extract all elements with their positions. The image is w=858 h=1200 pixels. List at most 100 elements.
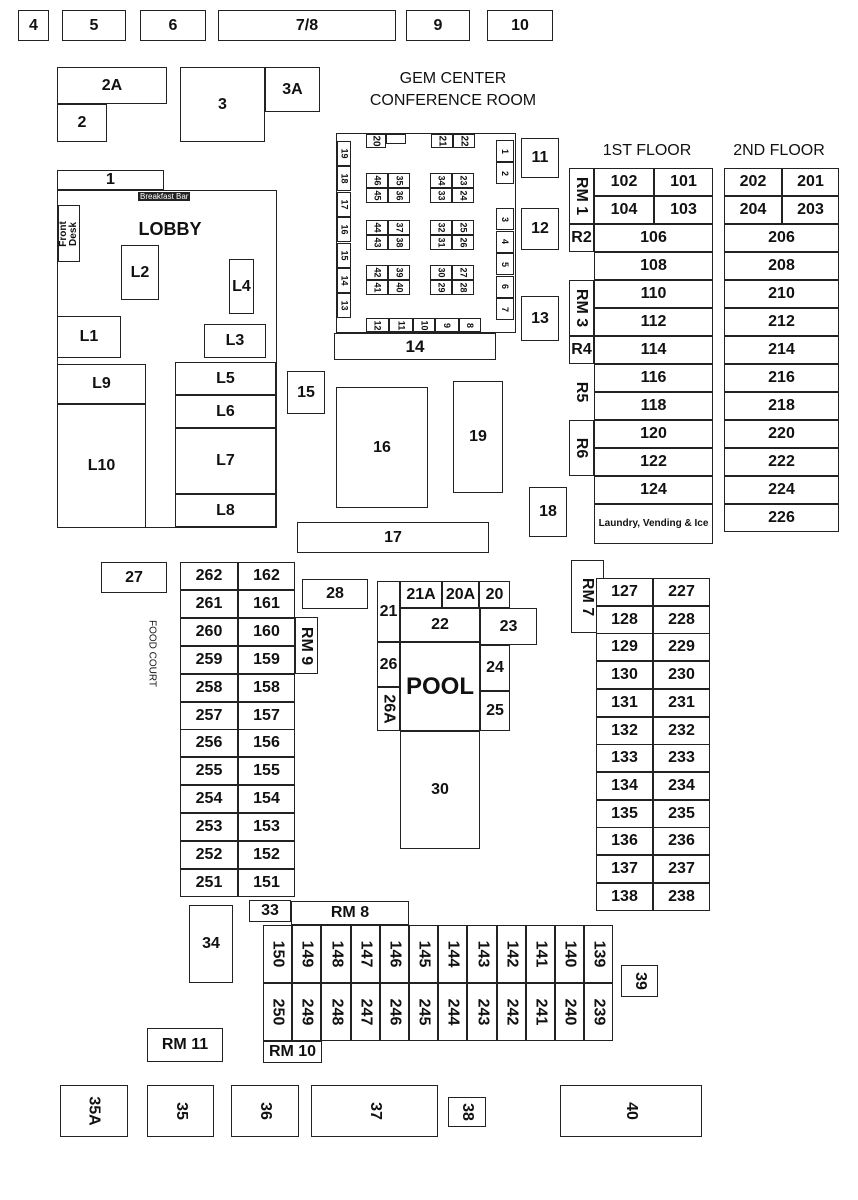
room-conf-tables-44[interactable]: 44	[366, 220, 388, 235]
room-first-floor-106[interactable]: 106	[594, 224, 713, 252]
room-conf-tables-37[interactable]: 37	[388, 220, 410, 235]
room-conf-tables-42[interactable]: 42	[366, 265, 388, 280]
room-pool-30[interactable]: 30	[400, 731, 480, 849]
room-west-wing-right-157[interactable]: 157	[238, 701, 295, 730]
room-conf-bottom-12[interactable]: 12	[366, 318, 389, 332]
room-west-wing-left-262[interactable]: 262	[180, 562, 238, 590]
room-lobby-rooms-l6[interactable]: L6	[175, 395, 276, 428]
room-misc-27[interactable]: 27	[101, 562, 167, 593]
room-south-top-141[interactable]: 141	[525, 925, 555, 983]
room-south-33[interactable]: 33	[249, 900, 291, 922]
room-conf-bottom-9[interactable]: 9	[435, 318, 459, 332]
room-second-floor-212[interactable]: 212	[724, 308, 839, 336]
room-first-floor-108[interactable]: 108	[594, 252, 713, 280]
room-top-6[interactable]: 6	[140, 10, 206, 41]
room-south-top-148[interactable]: 148	[321, 925, 351, 983]
room-east-wing-right-233[interactable]: 233	[653, 744, 710, 773]
room-conf-left-18[interactable]: 18	[337, 166, 351, 192]
room-second-floor-220[interactable]: 220	[724, 420, 839, 448]
room-south-top-150[interactable]: 150	[263, 925, 293, 983]
room-first-floor-laundry-vending-ice[interactable]: Laundry, Vending & Ice	[594, 504, 713, 544]
room-west-wing-left-256[interactable]: 256	[180, 729, 238, 758]
room-bottom-39[interactable]: 39	[621, 965, 658, 997]
room-first-floor-120[interactable]: 120	[594, 420, 713, 448]
room-first-floor-110[interactable]: 110	[594, 280, 713, 308]
room-east-wing-left-127[interactable]: 127	[596, 578, 653, 606]
room-upper-2[interactable]: 2	[57, 104, 107, 142]
room-middle-15[interactable]: 15	[287, 371, 325, 414]
room-conf-tables-30[interactable]: 30	[430, 265, 452, 280]
room-south-bottom-240[interactable]: 240	[555, 983, 585, 1041]
room-conf-tables-43[interactable]: 43	[366, 235, 388, 250]
room-conf-top-22[interactable]: 22	[453, 134, 475, 148]
room-south-top-143[interactable]: 143	[467, 925, 497, 983]
room-lobby-rooms-l1[interactable]: L1	[57, 316, 121, 358]
room-first-floor-114[interactable]: 114	[594, 336, 713, 364]
room-top-9[interactable]: 9	[406, 10, 470, 41]
room-east-wing-left-138[interactable]: 138	[596, 882, 653, 911]
room-misc-rm-9[interactable]: RM 9	[295, 617, 318, 674]
room-west-wing-right-156[interactable]: 156	[238, 729, 295, 758]
room-pool-24[interactable]: 24	[480, 645, 510, 691]
room-west-wing-left-253[interactable]: 253	[180, 813, 238, 842]
room-east-wing-left-130[interactable]: 130	[596, 661, 653, 690]
room-west-wing-right-151[interactable]: 151	[238, 868, 295, 897]
room-conf-left-13[interactable]: 13	[337, 293, 351, 319]
room-west-wing-left-261[interactable]: 261	[180, 589, 238, 618]
room-conf-right-1[interactable]: 1	[496, 140, 514, 162]
conference-room[interactable]	[336, 133, 516, 333]
room-south-34[interactable]: 34	[189, 905, 233, 983]
room-first-floor-101[interactable]: 101	[654, 168, 713, 196]
room-conf-bottom-11[interactable]: 11	[389, 318, 413, 332]
room-east-wing-right-238[interactable]: 238	[653, 882, 710, 911]
room-conf-bottom-10[interactable]: 10	[413, 318, 435, 332]
room-conf-tables-36[interactable]: 36	[388, 188, 410, 203]
room-first-floor-r6[interactable]: R6	[569, 420, 594, 476]
room-pool-21a[interactable]: 21A	[400, 581, 442, 608]
room-second-floor-224[interactable]: 224	[724, 476, 839, 504]
room-first-floor-rm-3[interactable]: RM 3	[569, 280, 594, 336]
room-east-wing-right-235[interactable]: 235	[653, 799, 710, 828]
room-south-top-144[interactable]: 144	[438, 925, 468, 983]
room-west-wing-right-152[interactable]: 152	[238, 841, 295, 869]
room-west-wing-right-161[interactable]: 161	[238, 589, 295, 618]
room-conf-tables-31[interactable]: 31	[430, 235, 452, 250]
room-pool-22[interactable]: 22	[400, 608, 480, 642]
room-east-wing-left-129[interactable]: 129	[596, 633, 653, 662]
room-second-floor-204[interactable]: 204	[724, 196, 782, 224]
room-south-top-140[interactable]: 140	[555, 925, 585, 983]
room-second-floor-214[interactable]: 214	[724, 336, 839, 364]
room-conf-tables-28[interactable]: 28	[452, 280, 474, 295]
room-middle-17[interactable]: 17	[297, 522, 489, 553]
room-conf-tables-46[interactable]: 46	[366, 173, 388, 188]
room-east-wing-left-135[interactable]: 135	[596, 799, 653, 828]
room-lobby-rooms-l7[interactable]: L7	[175, 428, 276, 494]
room-conf-tables-35[interactable]: 35	[388, 173, 410, 188]
room-south-bottom-245[interactable]: 245	[409, 983, 439, 1041]
room-conf-bottom-8[interactable]: 8	[459, 318, 481, 332]
room-south-bottom-250[interactable]: 250	[263, 983, 293, 1041]
room-pool-26[interactable]: 26	[377, 642, 400, 687]
room-pool-21[interactable]: 21	[377, 581, 400, 642]
room-second-floor-218[interactable]: 218	[724, 392, 839, 420]
room-south-bottom-249[interactable]: 249	[292, 983, 322, 1041]
room-conf-right-6[interactable]: 6	[496, 275, 514, 298]
room-east-wing-right-236[interactable]: 236	[653, 827, 710, 856]
room-east-wing-left-136[interactable]: 136	[596, 827, 653, 856]
room-conf-tables-40[interactable]: 40	[388, 280, 410, 295]
room-first-floor-122[interactable]: 122	[594, 448, 713, 476]
room-conf-tables-32[interactable]: 32	[430, 220, 452, 235]
room-second-floor-202[interactable]: 202	[724, 168, 782, 196]
room-lobby-rooms-l3[interactable]: L3	[204, 324, 266, 358]
room-conf-right-5[interactable]: 5	[496, 253, 514, 275]
room-south-bottom-239[interactable]: 239	[584, 983, 614, 1041]
room-second-floor-226[interactable]: 226	[724, 504, 839, 532]
room-conf-tables-27[interactable]: 27	[452, 265, 474, 280]
room-pool-23[interactable]: 23	[480, 608, 537, 645]
room-west-wing-right-158[interactable]: 158	[238, 673, 295, 702]
room-first-floor-r4[interactable]: R4	[569, 336, 594, 364]
room-west-wing-left-260[interactable]: 260	[180, 617, 238, 646]
room-east-wing-left-128[interactable]: 128	[596, 605, 653, 634]
room-conf-left-14[interactable]: 14	[337, 268, 351, 293]
room-middle-16[interactable]: 16	[336, 387, 428, 508]
